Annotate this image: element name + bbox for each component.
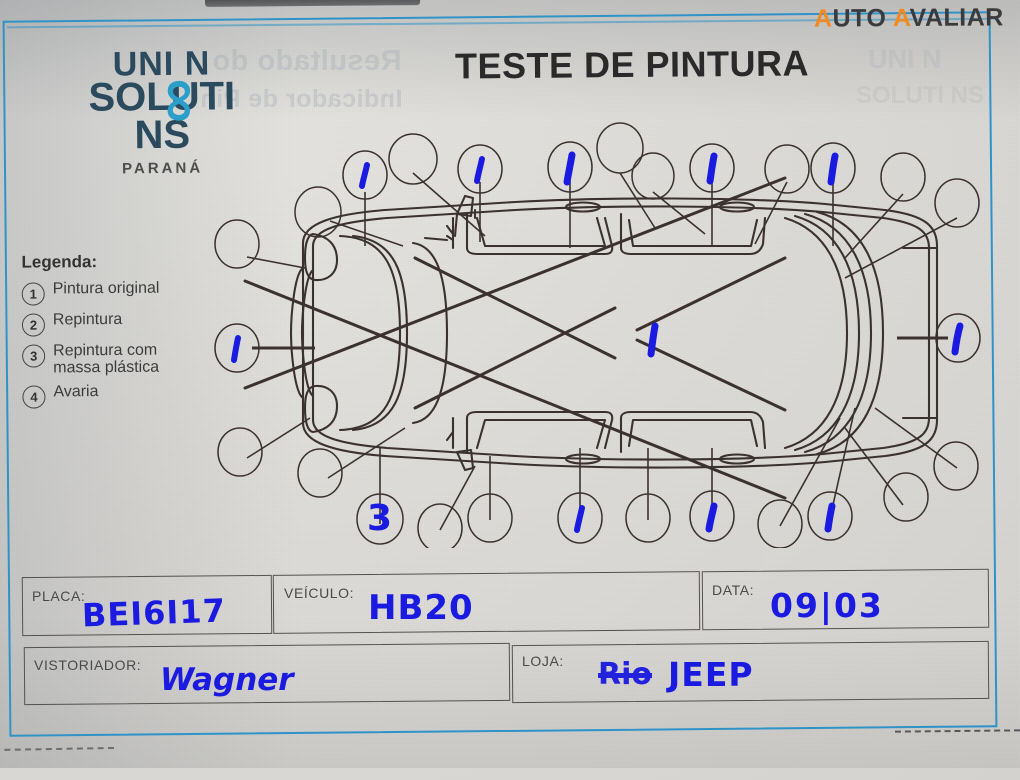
legend-label: Repintura xyxy=(52,310,123,329)
logo-text-valiar: VALIAR xyxy=(909,3,1005,32)
autoavaliar-logo: AUTO AVALIAR xyxy=(814,3,1004,33)
legend-label: Pintura original xyxy=(52,279,160,298)
logo-accent-a1: A xyxy=(814,4,833,33)
loja-label: LOJA: xyxy=(522,653,564,669)
logo-line-union: UNI N xyxy=(112,44,211,84)
callout-balloons xyxy=(214,122,981,548)
legend-number: 1 xyxy=(21,282,45,306)
legend-item: 4 Avaria xyxy=(22,382,203,409)
data-label: DATA: xyxy=(712,582,755,598)
legend-label: Avaria xyxy=(53,382,99,401)
blue-mark-3: 3 xyxy=(367,498,392,539)
legend-number: 4 xyxy=(22,385,46,409)
placa-value[interactable]: BEI6I17 xyxy=(81,591,227,635)
car-paint-diagram: 3 xyxy=(214,122,981,548)
veiculo-label: VEÍCULO: xyxy=(284,585,355,601)
legend-item: 2 Repintura xyxy=(21,310,203,337)
legend-number: 3 xyxy=(22,344,46,368)
legend-heading: Legenda: xyxy=(21,252,98,272)
loja-scribble: Rio xyxy=(598,657,652,692)
placa-label: PLACA: xyxy=(32,588,86,604)
infinity-icon: ∞ xyxy=(146,78,217,124)
legend: Legenda: 1 Pintura original 2 Repintura … xyxy=(21,251,203,415)
legend-label: Repintura com massa plástica xyxy=(53,341,160,377)
vistoriador-label: VISTORIADOR: xyxy=(34,657,142,673)
car-outline xyxy=(243,176,939,500)
veiculo-box[interactable] xyxy=(272,571,701,634)
data-value[interactable]: 09|03 xyxy=(770,586,884,625)
page-title: TESTE DE PINTURA xyxy=(454,42,810,87)
logo-accent-a2: A xyxy=(892,3,910,33)
logo-text-uto: UTO xyxy=(832,4,894,33)
vistoriador-value[interactable]: Wagner xyxy=(160,662,294,698)
legend-item: 1 Pintura original xyxy=(21,279,203,306)
legend-item: 3 Repintura com massa plástica xyxy=(22,342,203,377)
blue-paint-marks xyxy=(231,151,964,533)
veiculo-value[interactable]: HB20 xyxy=(368,588,474,628)
legend-number: 2 xyxy=(21,313,46,337)
loja-value[interactable]: JEEP xyxy=(668,655,754,694)
